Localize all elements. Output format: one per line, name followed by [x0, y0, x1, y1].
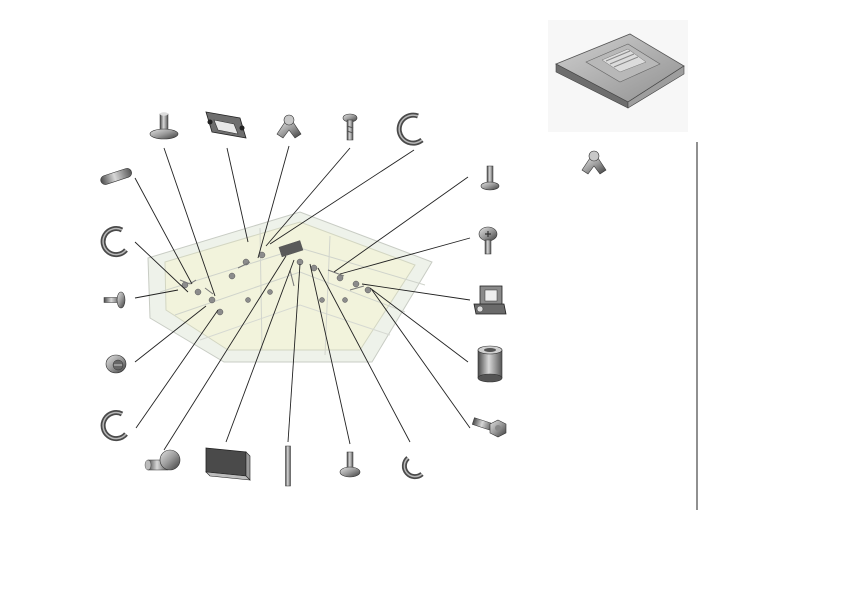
bracket-icon — [205, 111, 247, 139]
main-assembly — [147, 211, 433, 363]
leader-lines — [134, 145, 471, 451]
e-ring-icon — [396, 112, 424, 146]
tray-unit-icon — [555, 33, 685, 109]
spring-clip-icon — [581, 150, 607, 175]
inset-panel — [548, 20, 688, 175]
hex-bolt-icon — [471, 417, 507, 438]
spring-clip-icon — [276, 114, 302, 139]
pad-icon — [205, 447, 251, 481]
bolt-icon — [339, 451, 361, 478]
shoulder-screw-icon — [149, 112, 179, 140]
bolt-icon — [480, 165, 500, 191]
washer-screw-icon — [478, 226, 498, 255]
bracket-icon — [473, 285, 507, 315]
screw-icon — [342, 113, 358, 141]
pin-icon — [100, 168, 132, 185]
pin-screw-icon — [103, 291, 126, 309]
e-ring-icon — [100, 410, 128, 442]
bushing-icon — [477, 345, 503, 383]
e-ring-icon — [100, 226, 128, 258]
stepped-pin-icon — [144, 449, 181, 471]
washer-screw-icon — [105, 354, 127, 374]
rod-icon — [285, 445, 291, 487]
clip-icon — [401, 456, 424, 480]
